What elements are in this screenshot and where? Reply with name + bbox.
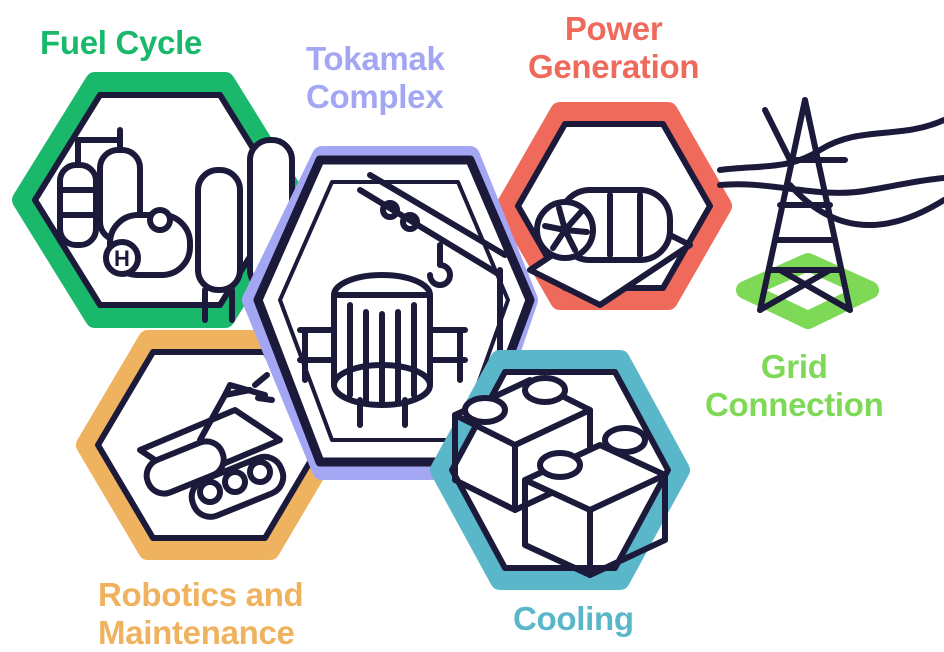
tokamak-node [242,146,538,480]
label-cooling: Cooling [513,600,634,637]
robot-rover-icon [137,372,287,520]
power-generation-hex-outline [496,102,732,310]
pylon-icon [717,97,944,313]
tokamak-reactor-icon [297,172,508,428]
power-generation-node [496,102,732,310]
cooling-node [430,350,690,590]
label-fuel-cycle: Fuel Cycle [40,24,203,61]
label-tokamak-complex: Tokamak Complex [306,40,445,115]
grid-connection-node [717,97,944,329]
cooling-hex-outline [430,350,690,590]
cooling-fans-icon [452,375,668,578]
fuel-cycle-hex-outline [12,72,308,328]
fuel-symbol-text: H [114,246,130,271]
turbine-icon [527,187,693,308]
label-power-generation: Power Generation [528,10,700,85]
label-grid-connection: Grid Connection [705,348,884,423]
fuel-cycle-node [12,72,308,328]
label-robotics-maintenance: Robotics and Maintenance [98,576,304,651]
